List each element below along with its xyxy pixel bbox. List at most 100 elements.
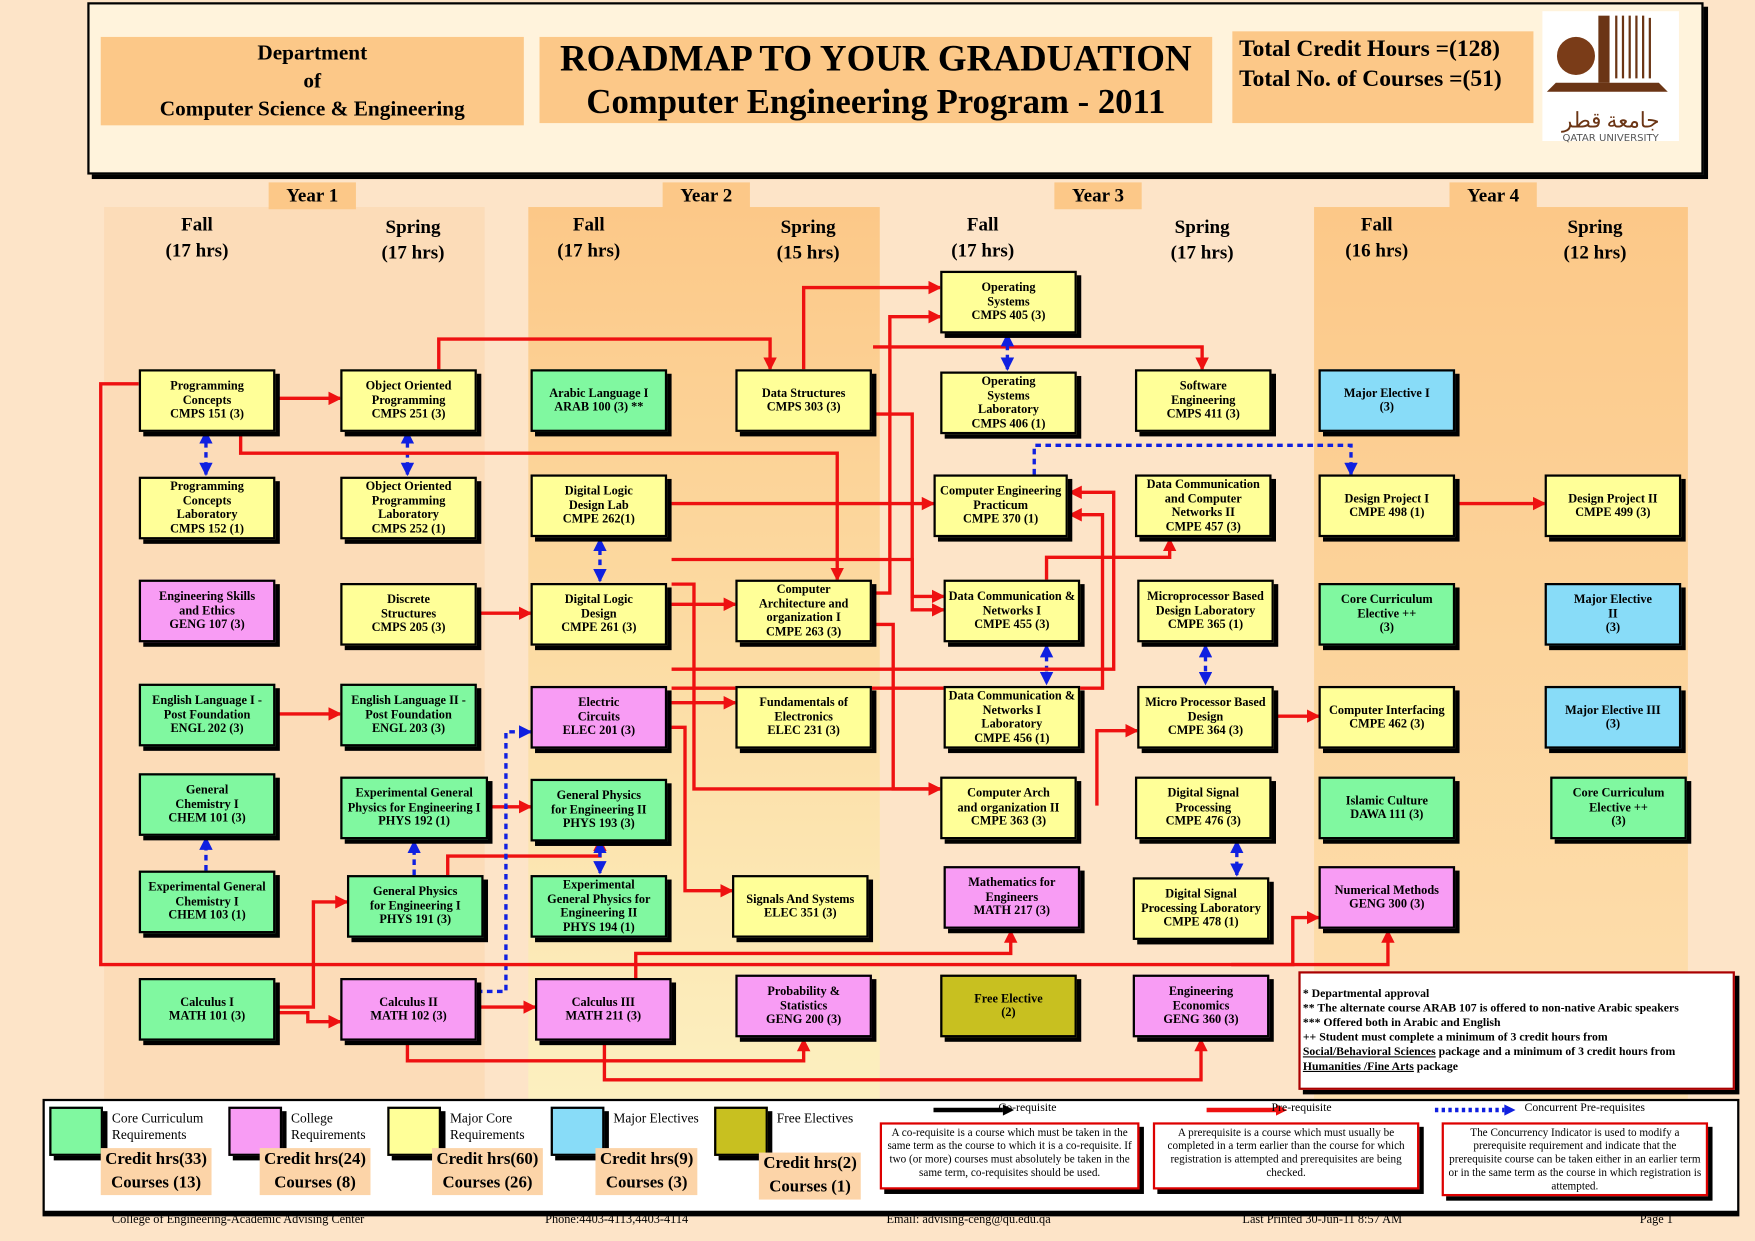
spring-semester-header: Spring(12 hrs)	[1533, 214, 1656, 265]
course-geng300[interactable]: Numerical Methods GENG 300 (3)	[1318, 866, 1456, 929]
course-majel1[interactable]: Major Elective I (3)	[1318, 369, 1456, 432]
qatar-university-logo: جامعة قطر QATAR UNIVERSITY	[1542, 11, 1679, 144]
spring-semester-header: Spring(15 hrs)	[747, 214, 870, 265]
legend-swatch-core	[49, 1106, 103, 1156]
course-free[interactable]: Free Elective (2)	[940, 974, 1077, 1038]
fall-semester-header: Fall(17 hrs)	[135, 211, 258, 262]
course-majel3[interactable]: Major Elective III (3)	[1544, 685, 1682, 749]
course-engl202[interactable]: English Language I - Post Foundation ENG…	[138, 683, 276, 747]
course-cmpe365[interactable]: Microprocessor Based Design Laboratory C…	[1137, 579, 1274, 643]
total-credit-hours: Total Credit Hours =(128)	[1239, 34, 1500, 62]
course-cmps405[interactable]: Operating Systems CMPS 405 (3)	[940, 270, 1077, 334]
course-cmps252[interactable]: Object Oriented Programming Laboratory C…	[340, 476, 477, 540]
legend-swatch-free	[714, 1106, 768, 1156]
course-elec231[interactable]: Fundamentals of Electronics ELEC 231 (3)	[735, 685, 872, 749]
spring-hours: (12 hrs)	[1563, 241, 1627, 263]
course-elec201[interactable]: Electric Circuits ELEC 201 (3)	[530, 685, 668, 749]
coreq-definition: A co-requisite is a course which must be…	[879, 1122, 1140, 1190]
fall-label: Fall	[572, 213, 605, 235]
course-cmps205[interactable]: Discrete Structures CMPS 205 (3)	[340, 582, 477, 646]
course-cmpe456[interactable]: Data Communication & Networks I Laborato…	[943, 685, 1081, 749]
course-math102[interactable]: Calculus II MATH 102 (3)	[340, 978, 477, 1041]
course-ccel1[interactable]: Core Curriculum Elective ++ (3)	[1318, 582, 1456, 646]
course-cmpe262[interactable]: Digital Logic Design Lab CMPE 262(1)	[530, 474, 668, 538]
legend-label: Major Electives	[613, 1110, 699, 1126]
prereq-legend-arrow-icon	[1206, 1104, 1288, 1116]
prerequisite-arrow	[1231, 929, 1395, 967]
fall-semester-header: Fall(17 hrs)	[921, 211, 1044, 262]
course-cmpe261[interactable]: Digital Logic Design CMPE 261 (3)	[530, 582, 668, 646]
course-majel2[interactable]: Major Elective II (3)	[1544, 582, 1682, 646]
prerequisite-arrow	[671, 485, 1116, 671]
title-panel: ROADMAP TO YOUR GRADUATION Computer Engi…	[539, 36, 1213, 124]
course-cmpe462[interactable]: Computer Interfacing CMPE 462 (3)	[1318, 685, 1456, 749]
course-math101[interactable]: Calculus I MATH 101 (3)	[138, 978, 276, 1041]
legend-credit-hours: Credit hrs(24)	[264, 1150, 366, 1169]
year-label: Year 3	[1054, 182, 1142, 210]
course-cmps411[interactable]: Software Engineering CMPS 411 (3)	[1134, 369, 1272, 432]
course-phys194[interactable]: Experimental General Physics for Enginee…	[530, 875, 668, 938]
course-chem101[interactable]: General Chemistry I CHEM 101 (3)	[138, 773, 276, 836]
spring-label: Spring	[1174, 215, 1230, 238]
coreq-title: Co-requisite	[998, 1102, 1057, 1115]
course-cmpe370[interactable]: Computer Engineering Practicum CMPE 370 …	[933, 474, 1068, 538]
prerequisite-arrow	[634, 929, 1018, 979]
course-phys192[interactable]: Experimental General Physics for Enginee…	[340, 776, 489, 840]
department-line: of	[303, 69, 322, 93]
humanities-link[interactable]: Humanities /Fine Arts	[1302, 1060, 1414, 1074]
legend-credit-hours: Credit hrs(33)	[105, 1150, 208, 1169]
course-dawa111[interactable]: Islamic Culture DAWA 111 (3)	[1318, 776, 1456, 840]
prerequisite-arrow	[238, 429, 844, 582]
footer-printed: Last Printed 30-Jun-11 8:57 AM	[1242, 1212, 1403, 1227]
department-line: Computer Science & Engineering	[159, 97, 465, 121]
course-cmpe499[interactable]: Design Project II CMPE 499 (3)	[1544, 474, 1682, 538]
course-geng107[interactable]: Engineering Skills and Ethics GENG 107 (…	[138, 579, 276, 643]
course-elec351[interactable]: Signals And Systems ELEC 351 (3)	[732, 875, 869, 938]
course-cmpe263[interactable]: Computer Architecture and organization I…	[735, 579, 872, 643]
legend-credits: Credit hrs(2)Courses (1)	[758, 1152, 862, 1200]
legend-credits: Credit hrs(9)Courses (3)	[595, 1148, 698, 1196]
social-sciences-link[interactable]: Social/Behavioral Sciences	[1302, 1046, 1436, 1059]
course-geng360[interactable]: Engineering Economics GENG 360 (3)	[1132, 974, 1270, 1038]
legend-course-count: Courses (13)	[111, 1173, 202, 1192]
prerequisite-arrow	[437, 337, 777, 371]
prerequisite-arrow	[1044, 537, 1177, 580]
course-cmpe498[interactable]: Design Project I CMPE 498 (1)	[1318, 474, 1456, 538]
course-engl203[interactable]: English Language II - Post Foundation EN…	[340, 683, 477, 747]
fall-hours: (17 hrs)	[951, 239, 1015, 261]
course-cmps303[interactable]: Data Structures CMPS 303 (3)	[735, 369, 872, 432]
course-math211[interactable]: Calculus III MATH 211 (3)	[535, 978, 672, 1041]
prerequisite-arrow	[446, 837, 607, 876]
course-geng200[interactable]: Probability & Statistics GENG 200 (3)	[735, 974, 872, 1038]
course-cmpe455[interactable]: Data Communication & Networks I CMPE 455…	[943, 579, 1081, 643]
course-cmps152[interactable]: Programming Concepts Laboratory CMPS 152…	[138, 476, 276, 540]
year4-band	[1314, 207, 1688, 1103]
prerequisite-arrow	[873, 622, 942, 796]
footer-page: Page 1	[1639, 1212, 1673, 1227]
prerequisite-arrow	[873, 309, 942, 595]
course-cmpe476[interactable]: Digital Signal Processing CMPE 476 (3)	[1134, 776, 1272, 840]
course-cmpe364[interactable]: Micro Processor Based Design CMPE 364 (3…	[1137, 685, 1274, 749]
legend-credit-hours: Credit hrs(60)	[436, 1150, 539, 1169]
course-arab100[interactable]: Arabic Language I ARAB 100 (3) **	[530, 369, 668, 432]
course-cmps406[interactable]: Operating Systems Laboratory CMPS 406 (1…	[940, 371, 1077, 435]
course-cmpe363[interactable]: Computer Arch and organization II CMPE 3…	[940, 776, 1077, 840]
legend-swatch-major	[387, 1106, 442, 1156]
fall-semester-header: Fall(17 hrs)	[527, 211, 650, 262]
course-phys191[interactable]: General Physics for Engineering I PHYS 1…	[346, 875, 484, 938]
legend-credits: Credit hrs(24)Courses (8)	[259, 1148, 371, 1196]
course-ccel2[interactable]: Core Curriculum Elective ++ (3)	[1550, 776, 1687, 840]
spring-label: Spring	[385, 215, 441, 238]
course-cmpe478[interactable]: Digital Signal Processing Laboratory CMP…	[1132, 877, 1270, 940]
year-label: Year 2	[662, 182, 750, 210]
course-chem103[interactable]: Experimental General Chemistry I CHEM 10…	[138, 870, 276, 934]
legend-credit-hours: Credit hrs(9)	[599, 1150, 694, 1169]
legend-credits: Credit hrs(33) Courses (13)	[100, 1148, 212, 1196]
course-phys193[interactable]: General Physics for Engineering II PHYS …	[530, 778, 668, 842]
course-cmps151[interactable]: Programming Concepts CMPS 151 (3)	[138, 369, 276, 432]
course-math217[interactable]: Mathematics for Engineers MATH 217 (3)	[943, 866, 1081, 929]
course-cmpe457[interactable]: Data Communication and Computer Networks…	[1134, 474, 1272, 538]
course-cmps251[interactable]: Object Oriented Programming CMPS 251 (3)	[340, 369, 477, 432]
